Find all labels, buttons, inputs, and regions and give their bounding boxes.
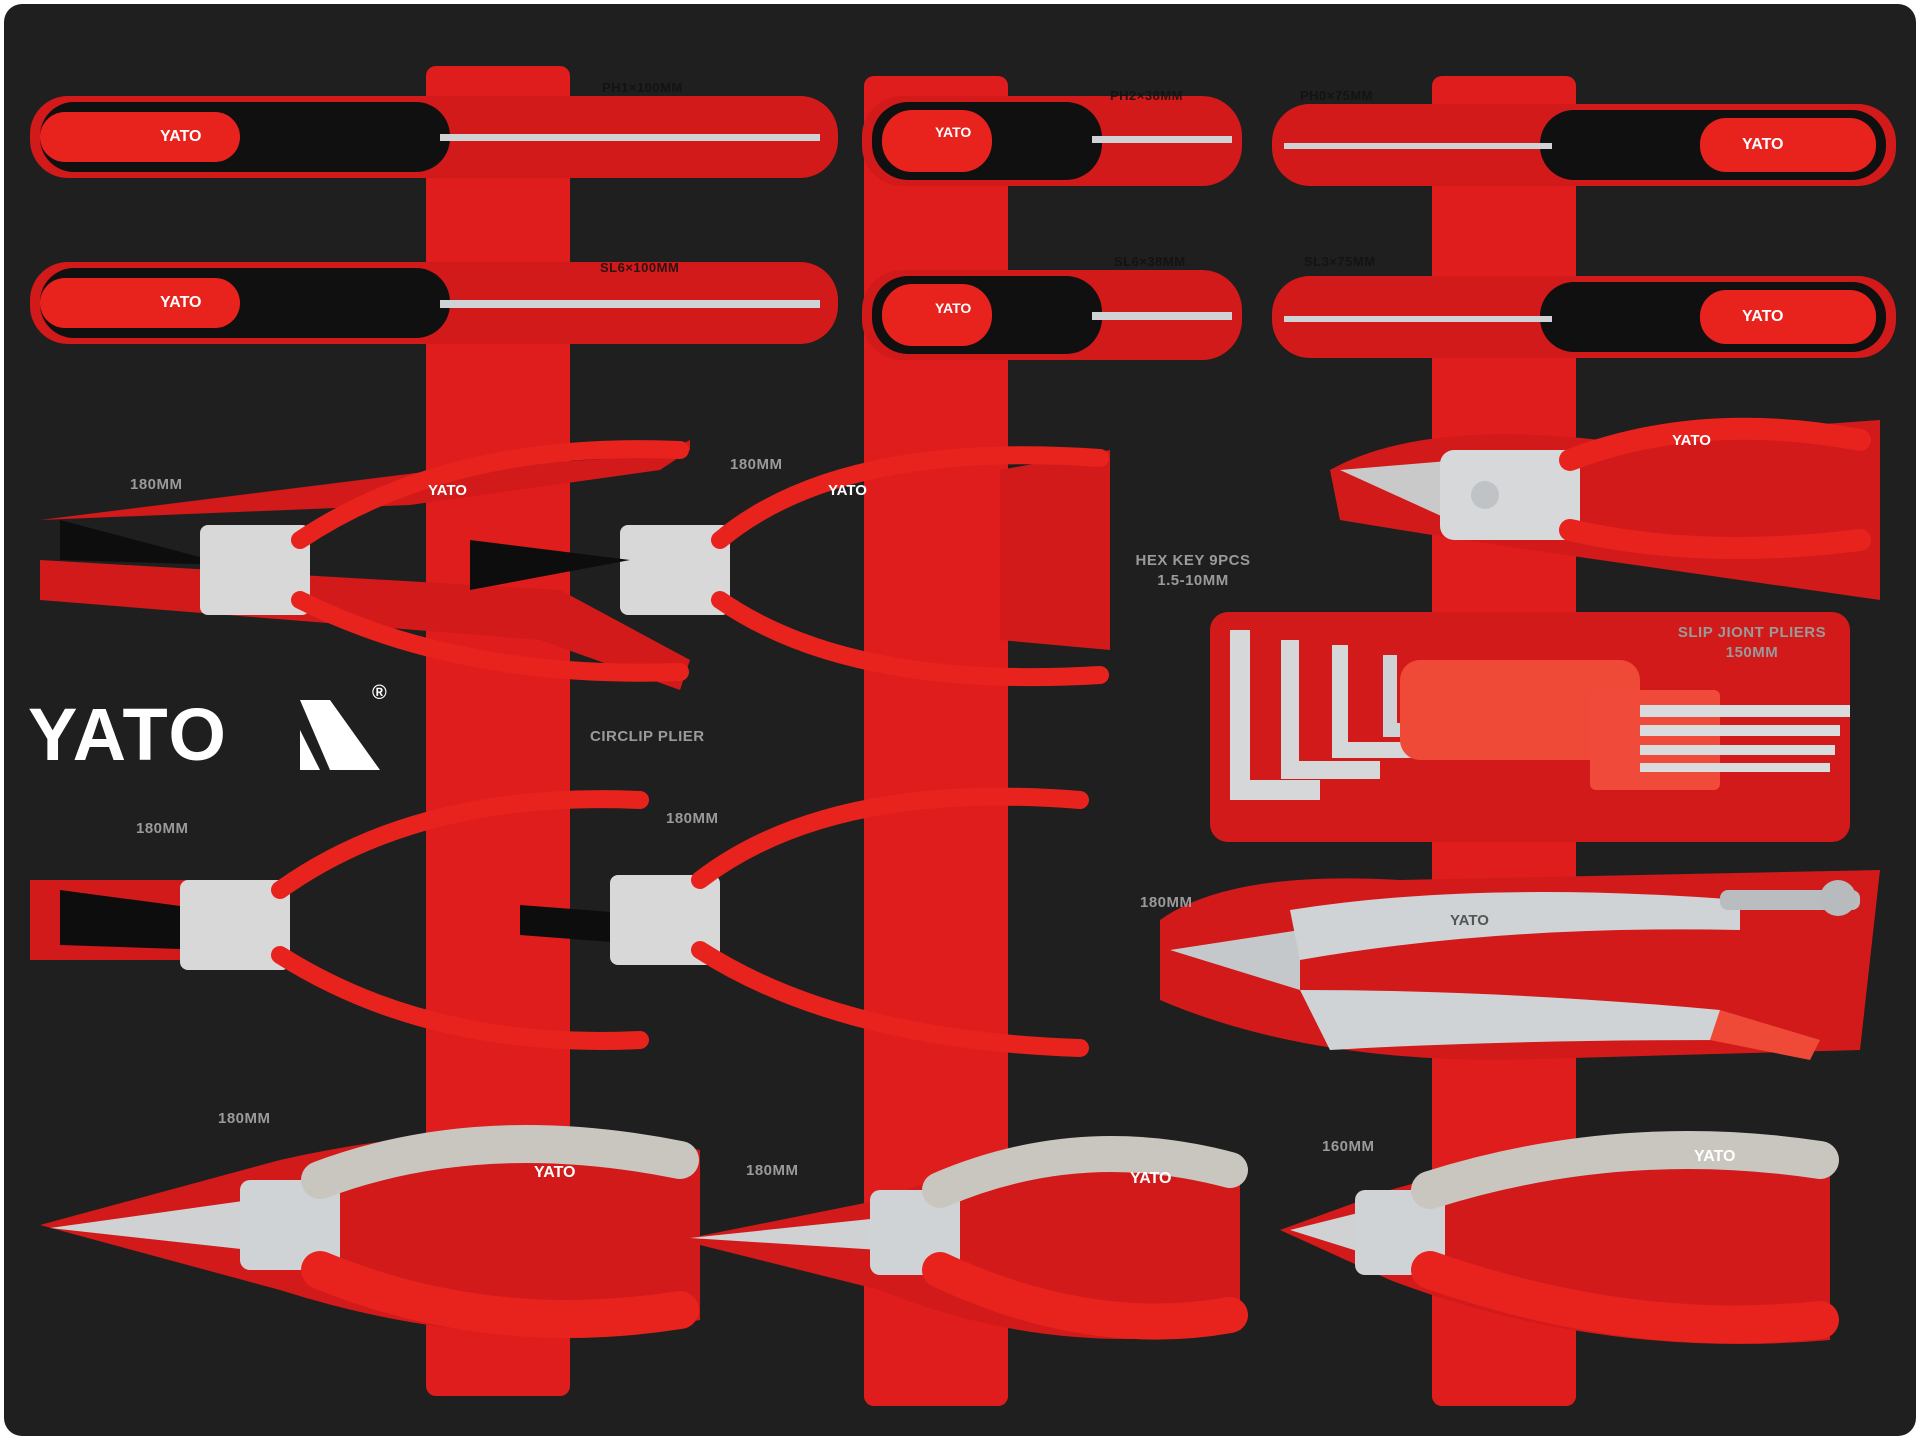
hex-key-set (1210, 612, 1850, 842)
label-ph2-38: PH2×38MM (1110, 88, 1183, 103)
combination-pliers (40, 1125, 700, 1338)
yato-logo-mark-icon (300, 700, 380, 770)
label-circlip-plier: CIRCLIP PLIER (590, 728, 705, 745)
tool-print: YATO (935, 300, 972, 316)
red-channel-left (426, 66, 570, 1396)
label-circlip-180-b: 180MM (730, 456, 783, 473)
label-ph0-75: PH0×75MM (1300, 88, 1373, 103)
tool-print: YATO (160, 294, 202, 311)
slip-joint-pliers (1330, 417, 1880, 600)
tool-print: YATO (1694, 1148, 1736, 1165)
tool-print: YATO (1450, 912, 1489, 929)
tool-print: YATO (1130, 1170, 1172, 1187)
long-nose-pliers (680, 1136, 1248, 1340)
tool-print: YATO (935, 124, 972, 140)
tool-print: YATO (428, 482, 467, 499)
label-circlip-180-c: 180MM (136, 820, 189, 837)
locking-pliers (1160, 870, 1880, 1060)
screwdriver-row-2 (30, 262, 1896, 360)
label-ph1-100: PH1×100MM (602, 80, 683, 95)
label-slip-joint: SLIP JIONT PLIERS (1677, 624, 1827, 641)
tool-print: YATO (1672, 432, 1711, 449)
registered-mark: ® (372, 682, 387, 704)
yato-logo-text: YATO (28, 693, 228, 776)
label-circlip-180-a: 180MM (130, 476, 183, 493)
tool-print: YATO (1742, 308, 1784, 325)
label-sl6-100: SL6×100MM (600, 260, 680, 275)
label-diagonal-pliers: 160MM (1322, 1138, 1375, 1155)
tool-print: YATO (828, 482, 867, 499)
label-slip-joint-size: 150MM (1725, 644, 1779, 661)
label-sl6-38: SL6×38MM (1114, 254, 1186, 269)
label-hex-key: HEX KEY 9PCS (1135, 552, 1251, 569)
label-combination-pliers: 180MM (218, 1110, 271, 1127)
tool-print: YATO (1742, 136, 1784, 153)
tool-print: YATO (160, 128, 202, 145)
label-locking-pliers: 180MM (1140, 894, 1193, 911)
circlip-pliers-lower (30, 787, 1089, 1057)
red-channel-middle (864, 76, 1008, 1406)
tool-print: YATO (534, 1164, 576, 1181)
screwdriver-row-1 (30, 96, 1896, 186)
label-long-nose-pliers: 180MM (746, 1162, 799, 1179)
label-hex-key-range: 1.5-10MM (1157, 572, 1229, 589)
circlip-pliers-upper (40, 440, 1110, 690)
label-sl3-75: SL3×75MM (1304, 254, 1376, 269)
diagonal-pliers (1280, 1131, 1839, 1344)
label-circlip-180-d: 180MM (666, 810, 719, 827)
